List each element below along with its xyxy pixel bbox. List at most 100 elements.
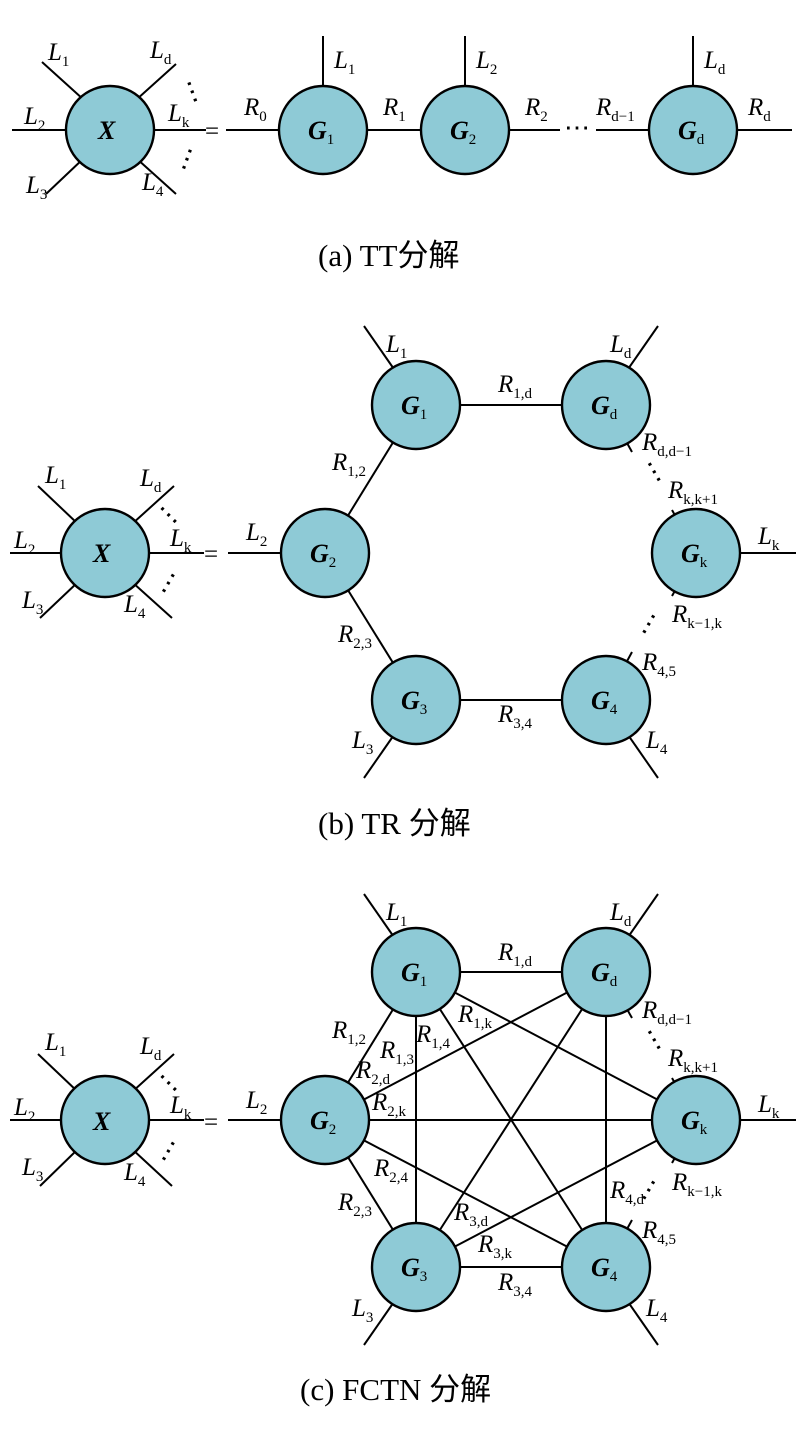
core-node-g1 — [277, 84, 369, 176]
core-label: G3 — [401, 686, 427, 718]
leg-label-l2: L2 — [13, 527, 35, 558]
bond-label: R2 — [524, 94, 548, 125]
leg-label-l1: L1 — [44, 1029, 66, 1060]
core-node-g2 — [419, 84, 511, 176]
bond-label: R2,4 — [373, 1155, 409, 1186]
tensor-x-node — [59, 1074, 151, 1166]
core-label: G2 — [450, 116, 476, 148]
tensor-x-node — [59, 507, 151, 599]
bond-label: R3,k — [477, 1231, 513, 1262]
leg-line — [131, 1053, 175, 1093]
bond-label: R2,k — [371, 1089, 407, 1120]
bond-label: Rd — [747, 94, 771, 125]
ellipsis-dots: ⋯ — [149, 564, 187, 601]
core-label: Gk — [681, 539, 708, 571]
leg-label-l4: L4 — [141, 169, 164, 200]
leg-line — [135, 157, 177, 195]
bond-label: Rk−1,k — [671, 1169, 722, 1200]
core-node-gd — [647, 84, 739, 176]
core-node-g4 — [560, 654, 652, 746]
leg-label-l1: L1 — [44, 462, 66, 493]
bond-line — [324, 1119, 607, 1268]
core-node-g3 — [370, 1221, 462, 1313]
leg-label: L4 — [645, 1295, 668, 1326]
bond-label: R2,3 — [337, 621, 372, 652]
bond-label: R4,5 — [641, 649, 676, 680]
leg-line — [363, 325, 397, 373]
leg-label-lk: Lk — [167, 100, 190, 131]
bond-label: R4,d — [609, 1177, 645, 1208]
leg-label: L1 — [385, 899, 407, 930]
core-node-gk — [650, 507, 742, 599]
leg-label: L2 — [475, 47, 497, 78]
bond-line — [415, 1119, 697, 1268]
leg-line — [39, 1148, 79, 1187]
bond-label: R1,d — [497, 939, 533, 970]
bond-label: Rk,k+1 — [667, 1045, 718, 1076]
leg-label: Lk — [757, 523, 780, 554]
ellipsis-dots: ⋯ — [629, 605, 667, 642]
leg-line — [131, 1148, 173, 1187]
leg-label-ld: Ld — [139, 1033, 162, 1064]
leg-label-l3: L3 — [21, 587, 43, 618]
leg-line — [625, 893, 659, 941]
core-label: G1 — [401, 391, 427, 423]
bond-label: R1,2 — [331, 1017, 366, 1048]
leg-label: L1 — [333, 47, 355, 78]
panel-b-tr: X L1 L2 L3 L4 Lk Ld ⋯ ⋯ = G1 Gd Gk G — [10, 325, 796, 779]
panel-a-tt: X L1 L2 L3 L4 Lk Ld ⋯ ⋯ = G1 G2 Gd L1 L2… — [12, 36, 792, 203]
bond-label: R1,2 — [331, 449, 366, 480]
equals-sign: = — [204, 541, 218, 568]
bond-label: R1,k — [457, 1001, 493, 1032]
leg-line — [37, 1053, 79, 1093]
core-label: G1 — [401, 958, 427, 990]
core-label: Gk — [681, 1106, 708, 1138]
core-label: G4 — [591, 1253, 618, 1285]
leg-line — [363, 1298, 397, 1346]
bond-label: R3,4 — [497, 1269, 533, 1300]
leg-label: L4 — [645, 727, 668, 758]
core-label: G4 — [591, 686, 618, 718]
bond-label: R1,3 — [379, 1037, 414, 1068]
core-label: G1 — [308, 116, 334, 148]
leg-label-lk: Lk — [169, 525, 192, 556]
core-label: G3 — [401, 1253, 427, 1285]
leg-line — [131, 485, 175, 525]
core-label: Gd — [591, 958, 618, 990]
leg-label: Lk — [757, 1091, 780, 1122]
leg-label-ld: Ld — [149, 37, 172, 68]
core-node-g1 — [370, 926, 462, 1018]
leg-label: Ld — [609, 899, 632, 930]
leg-label-l1: L1 — [47, 39, 69, 70]
bond-label: R2,3 — [337, 1189, 372, 1220]
core-label: G2 — [310, 539, 336, 571]
leg-line — [363, 893, 397, 941]
core-node-gd — [560, 359, 652, 451]
bond-label: R4,5 — [641, 1217, 676, 1248]
bond-label: R2,d — [355, 1057, 391, 1088]
leg-label-l2: L2 — [13, 1094, 35, 1125]
leg-line — [39, 581, 79, 619]
tensor-x-label: X — [92, 1107, 111, 1136]
leg-line — [625, 325, 659, 373]
core-label: G2 — [310, 1106, 336, 1138]
leg-label: L1 — [385, 331, 407, 362]
core-node-gd — [560, 926, 652, 1018]
bond-label: Rk,k+1 — [667, 477, 718, 508]
leg-label-lk: Lk — [169, 1092, 192, 1123]
bond-line — [415, 971, 697, 1121]
bond-label: R3,d — [453, 1199, 489, 1230]
leg-label-l3: L3 — [21, 1154, 43, 1185]
bond-label: Rd,d−1 — [641, 997, 692, 1028]
leg-label: L2 — [245, 1087, 267, 1118]
leg-line — [625, 1298, 659, 1346]
leg-label-ld: Ld — [139, 465, 162, 496]
leg-line — [363, 731, 397, 779]
caption-a: (a) TT分解 — [318, 238, 459, 273]
bond-line — [415, 971, 607, 1268]
core-label: Gd — [678, 116, 705, 148]
tensor-x-label: X — [97, 116, 116, 145]
tensor-x-node — [64, 84, 156, 176]
leg-label-l4: L4 — [123, 1159, 146, 1190]
